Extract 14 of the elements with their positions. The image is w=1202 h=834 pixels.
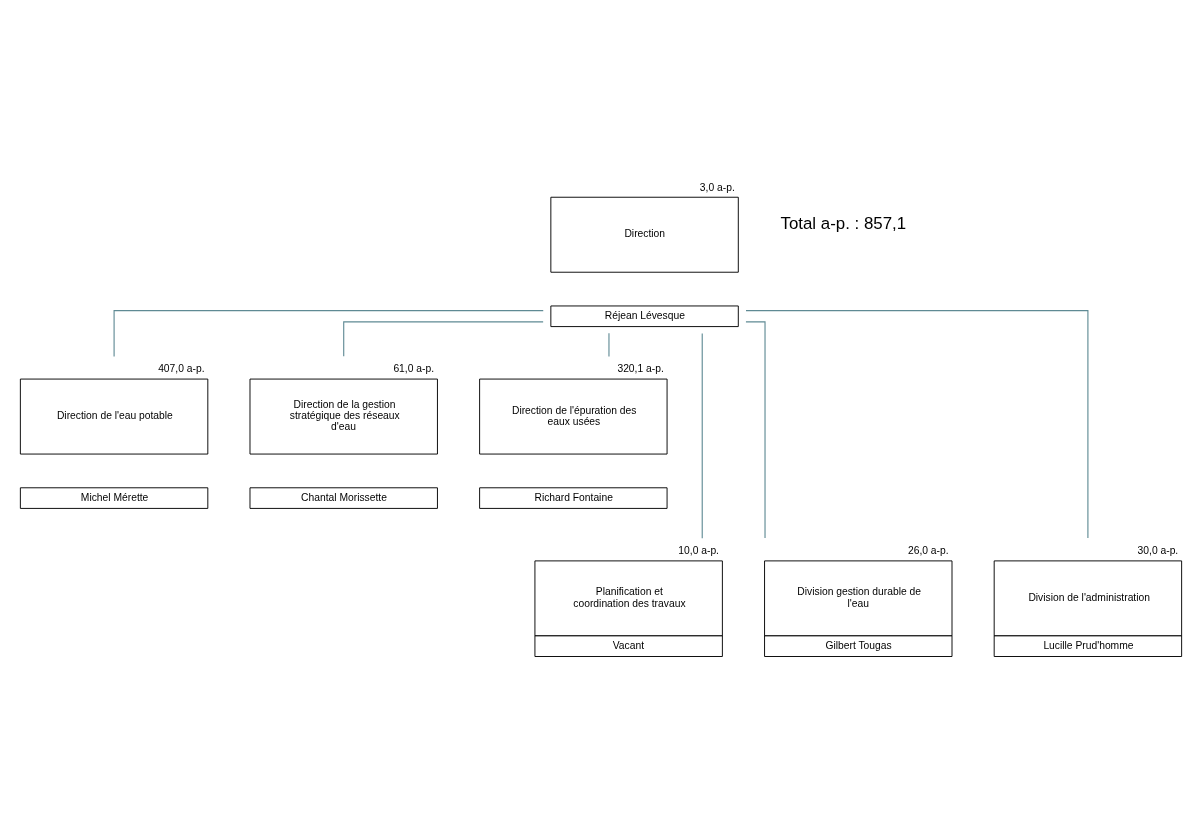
node-label: 26,0 a-p.: [907, 544, 949, 556]
label: Total a-p. : 857,1: [780, 213, 907, 233]
node-label: 30,0 a-p.: [1137, 544, 1179, 556]
connector: [343, 320, 544, 357]
connector: [745, 320, 766, 539]
node-label: 10,0 a-p.: [678, 544, 719, 556]
node-label: 320,1 a-p.: [617, 362, 664, 374]
node-label: 3,0 a-p.: [699, 181, 735, 192]
connector: [608, 332, 610, 357]
connector: [113, 309, 544, 357]
node-label: 61,0 a-p.: [393, 362, 435, 374]
node-label: 407,0 a-p.: [158, 362, 205, 374]
connector: [745, 309, 1089, 539]
connector: [701, 332, 703, 539]
